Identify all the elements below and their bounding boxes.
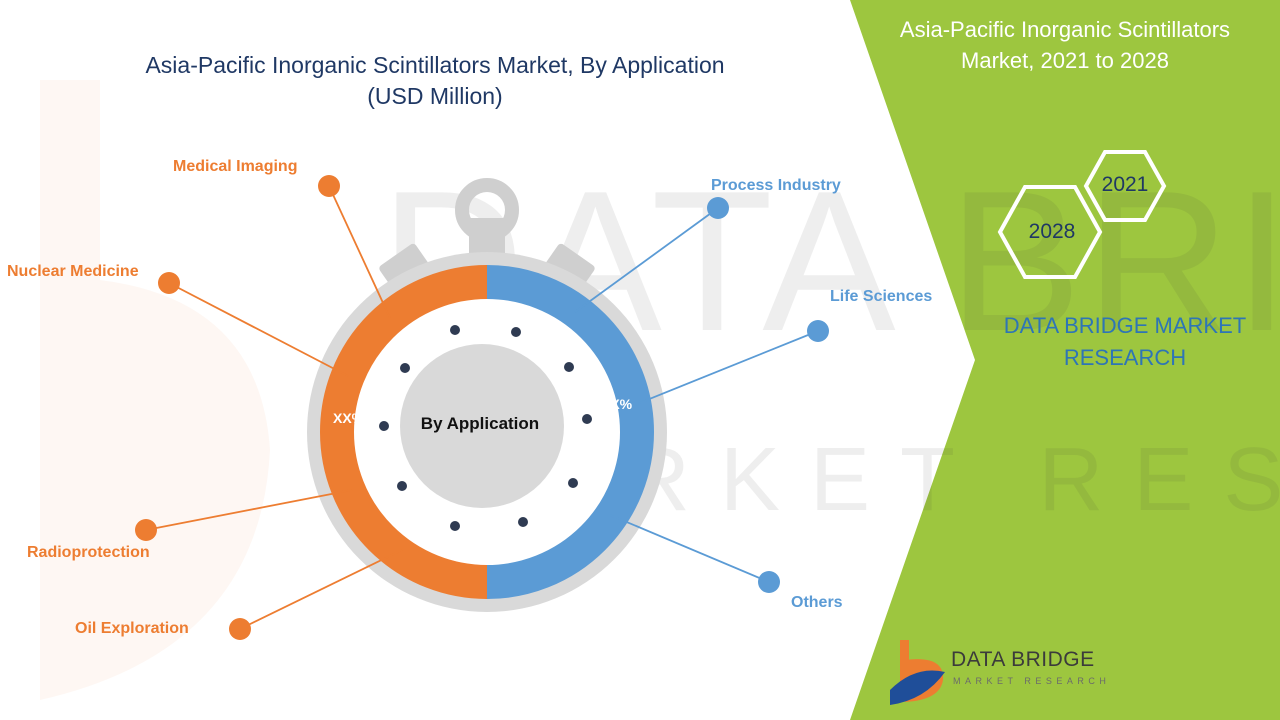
dial-dots: [379, 325, 592, 531]
label-medical-imaging: Medical Imaging: [173, 158, 298, 175]
percent-right: XX%: [601, 396, 633, 412]
label-oil-exploration: Oil Exploration: [75, 620, 189, 637]
label-others: Others: [791, 594, 843, 611]
chart-title-line2: (USD Million): [367, 83, 503, 109]
segment-arc-left: [320, 265, 488, 599]
center-circle: [400, 344, 564, 508]
side-panel-title: Asia-Pacific Inorganic Scintillators Mar…: [899, 17, 1231, 73]
marker-life-sciences: [807, 320, 829, 342]
stopwatch-stem: [469, 218, 505, 258]
logo-tagline: MARKET RESEARCH: [953, 676, 1111, 686]
year-start-label: 2021: [1101, 173, 1149, 196]
hexagon-2028: [997, 185, 1103, 279]
marker-process-industry: [707, 197, 729, 219]
chart-title-line1: Asia-Pacific Inorganic Scintillators Mar…: [145, 52, 725, 78]
leader-lines-blue: [574, 207, 819, 583]
logo-name: DATA BRIDGE: [951, 648, 1095, 671]
brand-text: DATA BRIDGE MARKET RESEARCH: [1003, 313, 1247, 370]
green-side-panel: [850, 0, 1280, 720]
logo-mark: [890, 640, 945, 705]
year-end-label: 2028: [1028, 220, 1076, 243]
marker-radioprotection: [135, 519, 157, 541]
marker-medical-imaging: [318, 175, 340, 197]
chart-title: Asia-Pacific Inorganic Scintillators Mar…: [110, 50, 760, 112]
marker-others: [758, 571, 780, 593]
label-life-sciences: Life Sciences: [830, 288, 933, 305]
label-process-industry: Process Industry: [711, 177, 841, 194]
hexagon-2021: [1083, 150, 1167, 222]
label-nuclear-medicine: Nuclear Medicine: [7, 263, 139, 280]
percent-left: XX%: [333, 410, 365, 426]
center-label: By Application: [420, 414, 540, 433]
leader-lines-orange: [145, 185, 403, 630]
marker-nuclear-medicine: [158, 272, 180, 294]
watermark-logo: [40, 80, 270, 700]
label-radioprotection: Radioprotection: [27, 544, 150, 561]
marker-oil-exploration: [229, 618, 251, 640]
segment-arc-right: [486, 265, 654, 599]
